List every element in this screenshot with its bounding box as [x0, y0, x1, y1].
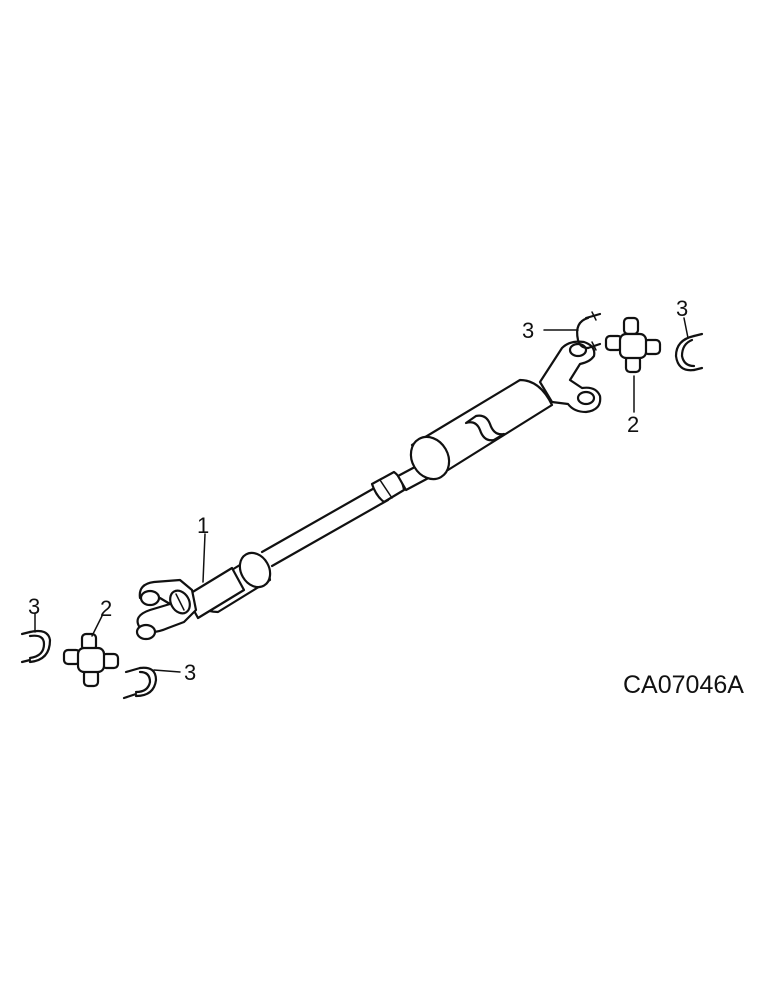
u-bolt-upper-right [674, 332, 704, 372]
callouts: 1 2 2 3 3 3 3 [28, 296, 688, 685]
u-bolt-upper-center [576, 311, 602, 351]
u-bolt-lower-center [122, 666, 158, 700]
callout-3-lower-left: 3 [28, 594, 40, 619]
leader-lines [34, 317, 689, 673]
callout-3-upper-left: 3 [522, 318, 534, 343]
callout-2-left: 2 [100, 596, 112, 621]
drive-shaft-assembly [135, 340, 602, 641]
universal-joint-right [604, 316, 662, 374]
callout-3-lower-center: 3 [184, 660, 196, 685]
universal-joint-left [62, 632, 120, 688]
u-bolt-lower-left [20, 629, 52, 664]
drawing-number: CA07046A [623, 671, 744, 699]
callout-1: 1 [197, 513, 209, 538]
callout-3-upper-right: 3 [676, 296, 688, 321]
callout-2-right: 2 [627, 412, 639, 437]
